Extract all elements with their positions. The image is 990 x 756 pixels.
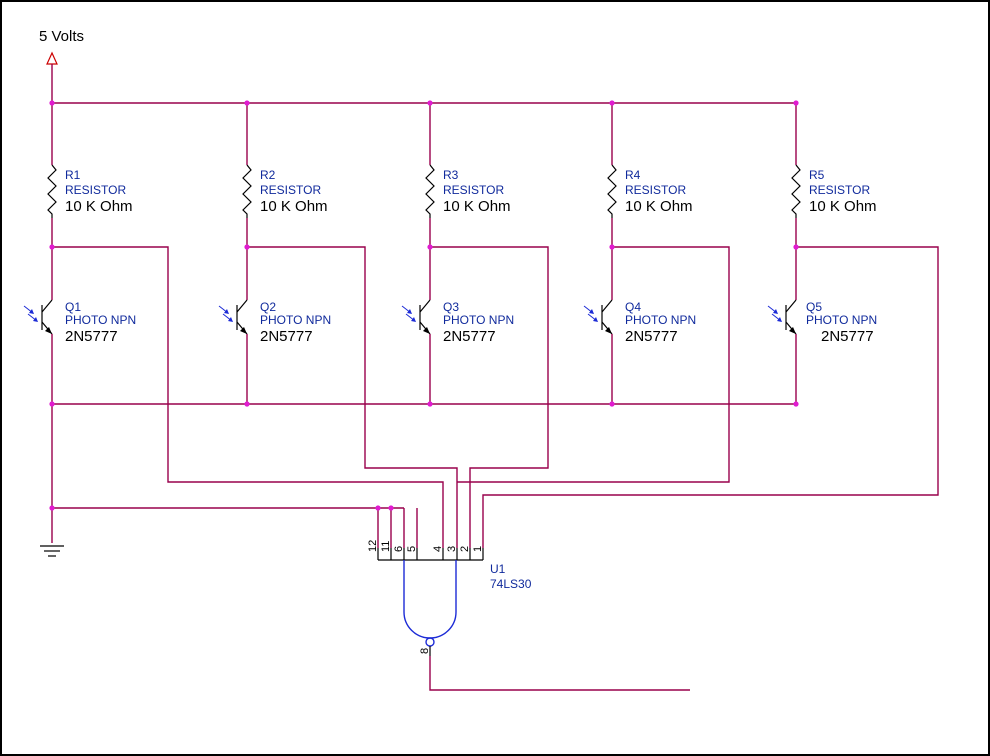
junction-dot xyxy=(427,244,433,250)
resistor-value: 10 K Ohm xyxy=(625,198,693,215)
transistor-part: 2N5777 xyxy=(260,328,313,345)
signal-wire-1 xyxy=(52,246,444,548)
transistor-type: PHOTO NPN xyxy=(65,313,136,327)
resistor-icon xyxy=(791,164,801,218)
gate-output-pin: 8 xyxy=(419,648,431,654)
resistor-value: 10 K Ohm xyxy=(260,198,328,215)
resistor-value: 10 K Ohm xyxy=(809,198,877,215)
resistor-ref: R3 xyxy=(443,168,459,182)
transistor-type: PHOTO NPN xyxy=(443,313,514,327)
junction-dot xyxy=(793,100,799,106)
nand-gate xyxy=(377,548,484,656)
supply-label: 5 Volts xyxy=(39,28,84,45)
junction-dot xyxy=(427,100,433,106)
phototransistor-icon xyxy=(767,299,797,335)
resistor-ref: R1 xyxy=(65,168,81,182)
junction-dot xyxy=(244,401,250,407)
junction-dot xyxy=(244,100,250,106)
gate-input-pin: 6 xyxy=(393,546,405,552)
gate-input-pin: 11 xyxy=(380,541,392,552)
resistor-value: 10 K Ohm xyxy=(443,198,511,215)
gate-input-pin: 4 xyxy=(432,546,444,552)
gate-ref: U1 xyxy=(490,562,506,576)
gate-part: 74LS30 xyxy=(490,577,532,591)
transistor-ref: Q5 xyxy=(806,300,822,314)
transistor-ref: Q2 xyxy=(260,300,276,314)
signal-wire-4 xyxy=(457,246,730,483)
supply-arrow-icon xyxy=(46,51,58,65)
junction-dot xyxy=(793,244,799,250)
gate-input-pin: 5 xyxy=(406,546,418,552)
signal-wire-2 xyxy=(247,246,458,548)
output-wire xyxy=(429,656,690,691)
transistor-part: 2N5777 xyxy=(65,328,118,345)
transistor-part: 2N5777 xyxy=(443,328,496,345)
junction-dot xyxy=(793,401,799,407)
phototransistor-icon xyxy=(583,299,613,335)
junction-dot xyxy=(427,401,433,407)
transistor-part: 2N5777 xyxy=(625,328,678,345)
junction-dot xyxy=(609,100,615,106)
transistor-ref: Q3 xyxy=(443,300,459,314)
gate-input-pin: 2 xyxy=(459,546,471,552)
resistor-type: RESISTOR xyxy=(809,183,870,197)
resistor-ref: R5 xyxy=(809,168,825,182)
resistor-icon xyxy=(47,164,57,218)
junction-dot xyxy=(609,401,615,407)
junction-dot xyxy=(49,401,55,407)
junction-dot xyxy=(49,244,55,250)
junction-dot xyxy=(375,505,381,511)
resistor-type: RESISTOR xyxy=(443,183,504,197)
signal-wire-5 xyxy=(482,246,939,548)
junction-dot xyxy=(49,100,55,106)
junction-dot xyxy=(388,505,394,511)
transistor-ref: Q1 xyxy=(65,300,81,314)
resistor-type: RESISTOR xyxy=(260,183,321,197)
junction-dot xyxy=(49,505,55,511)
phototransistor-icon xyxy=(218,299,248,335)
transistor-part: 2N5777 xyxy=(821,328,874,345)
resistor-icon xyxy=(242,164,252,218)
junction-dots xyxy=(49,100,799,511)
resistor-ref: R2 xyxy=(260,168,276,182)
gate-input-pin: 1 xyxy=(472,546,484,552)
phototransistor-icon xyxy=(23,299,53,335)
phototransistor-icon xyxy=(401,299,431,335)
gate-input-pin: 3 xyxy=(446,546,458,552)
junction-dot xyxy=(244,244,250,250)
resistor-icon xyxy=(607,164,617,218)
transistor-type: PHOTO NPN xyxy=(625,313,696,327)
resistor-icon xyxy=(425,164,435,218)
transistor-ref: Q4 xyxy=(625,300,641,314)
transistor-type: PHOTO NPN xyxy=(806,313,877,327)
resistor-value: 10 K Ohm xyxy=(65,198,133,215)
resistor-type: RESISTOR xyxy=(625,183,686,197)
resistor-ref: R4 xyxy=(625,168,641,182)
gate-input-pin: 12 xyxy=(367,540,379,552)
signal-wire-3 xyxy=(430,246,549,548)
transistor-type: PHOTO NPN xyxy=(260,313,331,327)
ground-icon xyxy=(40,545,64,557)
junction-dot xyxy=(609,244,615,250)
resistor-type: RESISTOR xyxy=(65,183,126,197)
